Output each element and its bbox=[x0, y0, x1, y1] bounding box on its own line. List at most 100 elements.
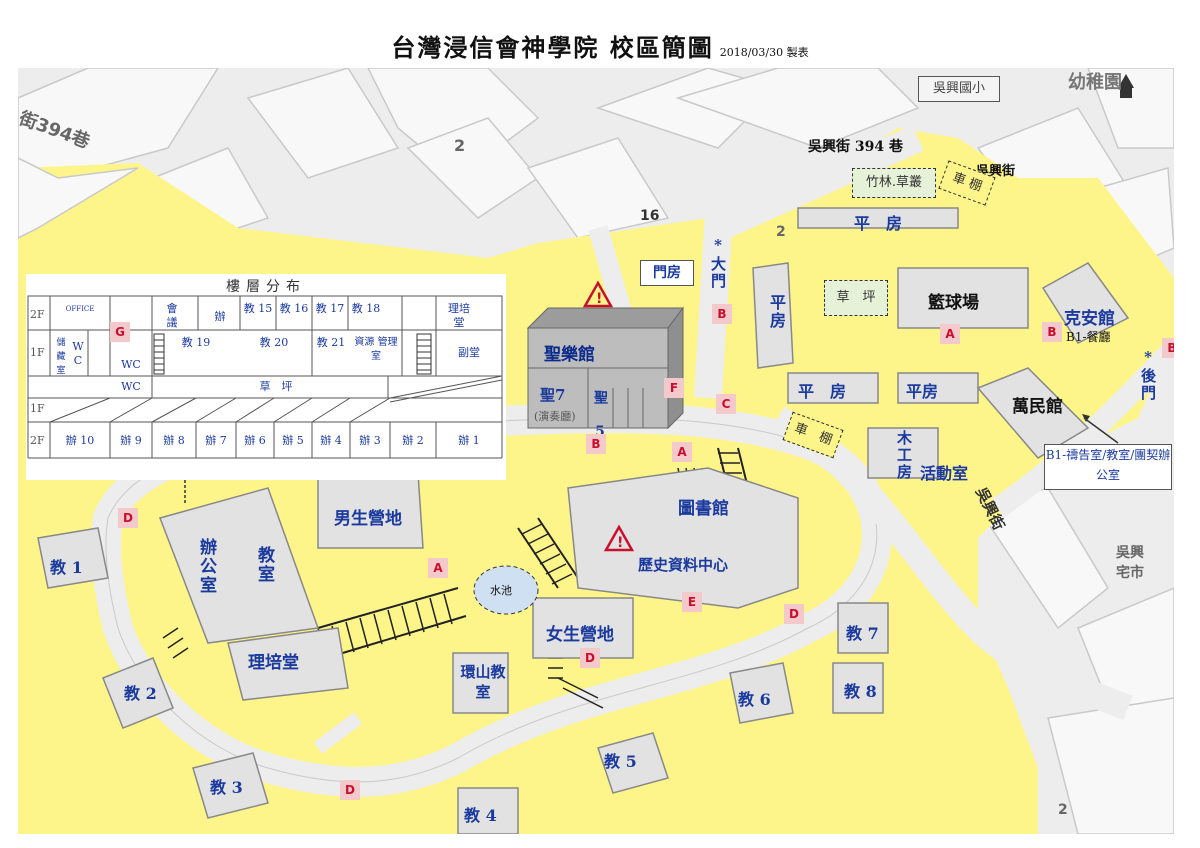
bamboo-grove: 竹林.草叢 bbox=[852, 168, 936, 198]
cell-j21: 教 21 bbox=[316, 336, 346, 349]
marker-e: E bbox=[682, 592, 702, 612]
kean-hall: 克安館 bbox=[1064, 309, 1115, 329]
office-building: 辦公室 bbox=[196, 538, 216, 595]
classroom-8: 教 8 bbox=[844, 682, 877, 701]
cell-b8: 辦 8 bbox=[163, 434, 185, 447]
history-center: 歷史資料中心 bbox=[638, 556, 729, 574]
marker-a-library: A bbox=[672, 442, 692, 462]
bungalow-b: 平房 bbox=[906, 382, 939, 401]
cell-j18: 教 18 bbox=[351, 302, 381, 315]
cell-b7: 辦 7 bbox=[205, 434, 227, 447]
marker-b-back: B bbox=[1162, 338, 1174, 358]
lipei-hall: 理培堂 bbox=[248, 653, 299, 673]
sheng-yue-hall: 聖樂館 bbox=[544, 345, 595, 365]
recital-hall: (演奏廳) bbox=[534, 410, 576, 423]
activity-room: 活動室 bbox=[920, 464, 969, 483]
marker-b-kean: B bbox=[1042, 322, 1062, 342]
classroom-2: 教 2 bbox=[124, 684, 157, 703]
basketball-court: 籃球場 bbox=[928, 293, 979, 313]
library: 圖書館 bbox=[678, 499, 729, 519]
title-text: 台灣浸信會神學院 校區簡圖 bbox=[391, 33, 714, 62]
marker-b-hall: B bbox=[586, 434, 606, 454]
girls-campsite: 女生營地 bbox=[546, 625, 614, 645]
cell-b6: 辦 6 bbox=[244, 434, 266, 447]
bungalow-a: 平 房 bbox=[798, 382, 847, 401]
kean-b1-dining: B1-餐廳 bbox=[1066, 330, 1111, 344]
cell-b2: 辦 2 bbox=[402, 434, 424, 447]
cell-b3: 辦 3 bbox=[359, 434, 381, 447]
market-label: 吳興 bbox=[1116, 545, 1144, 561]
cell-lawn: 草 坪 bbox=[259, 380, 293, 393]
cell-storage: 儲藏室 bbox=[56, 338, 66, 376]
huanshan-classroom: 環山教室 bbox=[460, 663, 506, 701]
cell-huiyi: 會議 bbox=[166, 302, 178, 329]
cell-wc: WC bbox=[121, 358, 141, 371]
cell-lipei: 理培 堂 bbox=[448, 302, 470, 329]
marker-d-west: D bbox=[118, 508, 138, 528]
marker-d-east: D bbox=[784, 604, 804, 624]
cell-j15: 教 15 bbox=[243, 302, 273, 315]
school-wuxing: 吳興國小 bbox=[918, 76, 1000, 102]
cell-b1: 辦 1 bbox=[458, 434, 480, 447]
marker-c: C bbox=[716, 394, 736, 414]
cell-j20: 教 20 bbox=[259, 336, 289, 349]
marker-d-south: D bbox=[340, 780, 360, 800]
wanmin-note-box: B1-禱告室/教室/團契辦公室 bbox=[1044, 444, 1172, 490]
kindergarten-label: 幼稚園 bbox=[1068, 72, 1122, 93]
cell-j16: 教 16 bbox=[279, 302, 309, 315]
classroom-7: 教 7 bbox=[846, 624, 879, 643]
cell-b5: 辦 5 bbox=[282, 434, 304, 447]
street-number-16: 16 bbox=[640, 208, 660, 224]
cell-b10: 辦 10 bbox=[65, 434, 95, 447]
cell-wc-v: W C bbox=[72, 340, 84, 367]
sheng5-room: 聖 5 bbox=[592, 390, 608, 442]
page-title: 台灣浸信會神學院 校區簡圖 2018/03/30 製表 bbox=[0, 28, 1200, 63]
cell-b9: 辦 9 bbox=[120, 434, 142, 447]
boys-campsite: 男生營地 bbox=[334, 509, 402, 529]
svg-text:!: ! bbox=[596, 291, 602, 307]
marker-f: F bbox=[664, 378, 684, 398]
back-gate: *後門 bbox=[1139, 348, 1157, 402]
cell-j19: 教 19 bbox=[181, 336, 211, 349]
classroom-3: 教 3 bbox=[210, 778, 243, 797]
market-label-2: 宅市 bbox=[1116, 565, 1144, 581]
floor-label-2f-lower: 2F bbox=[30, 434, 45, 447]
marker-a-pond: A bbox=[428, 558, 448, 578]
classroom-building: 教室 bbox=[254, 546, 274, 584]
marker-a-court: A bbox=[940, 324, 960, 344]
wanmin-hall: 萬民館 bbox=[1012, 397, 1063, 417]
marker-b-gate: B bbox=[712, 304, 732, 324]
floor-label-1f-lower: 1F bbox=[30, 402, 45, 415]
cell-ziyuan: 資源 管理室 bbox=[354, 337, 398, 362]
floor-table-grid bbox=[27, 295, 503, 459]
floor-label-2f: 2F bbox=[30, 308, 45, 321]
classroom-5: 教 5 bbox=[604, 752, 637, 771]
cell-futang: 副堂 bbox=[458, 346, 480, 359]
lawn-area: 草 坪 bbox=[824, 280, 888, 316]
classroom-4: 教 4 bbox=[464, 806, 497, 825]
street-main: 吳興街 394 巷 bbox=[808, 139, 903, 155]
floor-label-1f: 1F bbox=[30, 346, 45, 359]
floor-table-title: 樓層分布 bbox=[226, 279, 306, 295]
main-gate: *大門 bbox=[709, 236, 727, 290]
cell-j17: 教 17 bbox=[315, 302, 345, 315]
sheng7-room: 聖7 bbox=[540, 386, 566, 404]
floor-distribution-table: 樓層分布 bbox=[26, 274, 506, 480]
street-number-2b: 2 bbox=[776, 224, 786, 240]
campus-map: ! ! 樓層分布 bbox=[18, 68, 1174, 834]
carpentry-room: 木工房 bbox=[895, 430, 913, 481]
cell-office: OFFICE bbox=[65, 305, 95, 313]
svg-text:!: ! bbox=[617, 535, 623, 551]
bungalow-vertical: 平房 bbox=[767, 294, 786, 330]
marker-g: G bbox=[110, 322, 130, 342]
marker-d-girls: D bbox=[580, 648, 600, 668]
classroom-1: 教 1 bbox=[50, 558, 83, 577]
pond-label: 水池 bbox=[490, 584, 512, 597]
classroom-6: 教 6 bbox=[738, 690, 771, 709]
guard-room: 門房 bbox=[640, 260, 694, 286]
bungalow-top: 平 房 bbox=[854, 214, 903, 233]
cell-ban: 辦 bbox=[214, 310, 226, 323]
date-text: 2018/03/30 製表 bbox=[719, 46, 809, 59]
street-number-2a: 2 bbox=[454, 136, 466, 155]
road-number: 2 bbox=[1058, 802, 1068, 818]
